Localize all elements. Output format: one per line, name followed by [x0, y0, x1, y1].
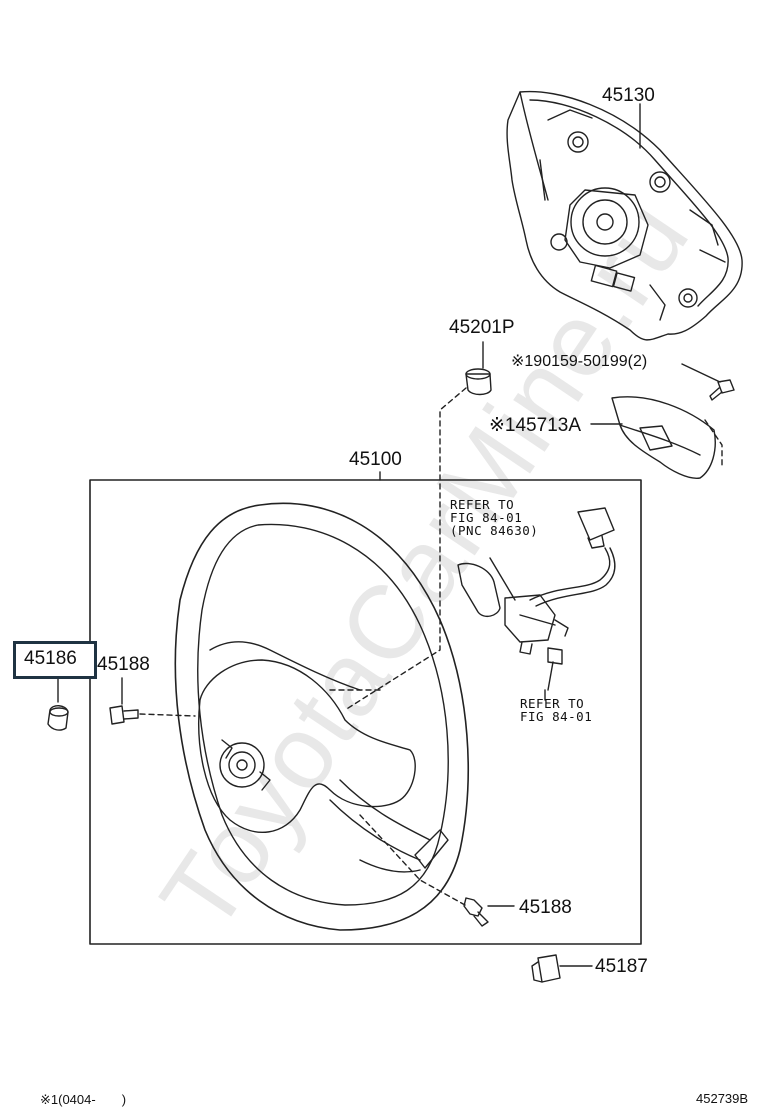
bolt-bottom-illustration: [463, 897, 489, 927]
diagram-code: 452739B: [696, 1091, 749, 1106]
clip-45187-illustration: [531, 954, 561, 983]
label-45201p: 45201P: [449, 317, 515, 338]
cover-45713a-illustration: [611, 396, 716, 479]
refer-note-switch: REFER TO FIG 84-01 (PNC 84630): [450, 497, 539, 538]
label-45713a: ※145713A: [489, 415, 581, 436]
assembly-frame: [89, 479, 642, 945]
cap-45186-illustration: [47, 705, 69, 731]
switch-screw-illustration: [547, 647, 563, 691]
screw-upper-illustration: [709, 379, 735, 401]
label-45187: 45187: [595, 956, 648, 977]
highlight-box: [13, 641, 97, 679]
label-45130: 45130: [602, 85, 655, 106]
airbag-module-illustration: [506, 90, 743, 341]
footnote: ※1(0404- ): [40, 1092, 127, 1107]
steering-switch-illustration: [457, 507, 616, 655]
label-45186[interactable]: 45186: [24, 648, 77, 669]
refer-note-screw: REFER TO FIG 84-01: [520, 696, 593, 724]
pad-45201p-illustration: [465, 368, 492, 396]
label-45100: 45100: [349, 449, 402, 470]
bolt-left-illustration: [109, 705, 139, 725]
label-45188-left: 45188: [97, 654, 150, 675]
steering-wheel-illustration: [174, 502, 469, 931]
label-45188-bottom: 45188: [519, 897, 572, 918]
label-screw-190159: ※190159-50199(2): [511, 353, 648, 370]
